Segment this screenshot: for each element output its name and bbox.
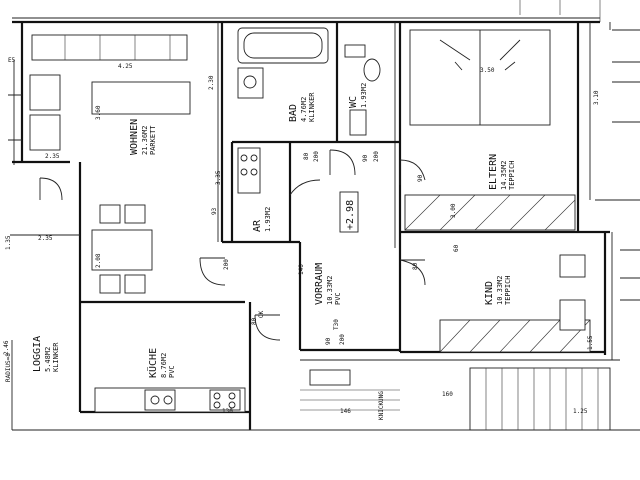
room-name: ELTERN xyxy=(488,154,499,190)
room-loggia: LOGGIA 5.48M2 KLINKER xyxy=(32,336,60,372)
level-marker-text: +2.98 xyxy=(345,200,356,230)
room-wohnen: WOHNEN 21.36M2 PARKETT xyxy=(129,119,157,155)
dim-label: 1.35 xyxy=(5,235,12,250)
room-area: 21.36M2 xyxy=(141,125,149,155)
level-marker: +2.98 xyxy=(345,200,356,230)
dim-label: 140 xyxy=(298,264,305,275)
room-area: 4.76M2 xyxy=(300,97,308,122)
room-name: WOHNEN xyxy=(129,119,140,155)
room-floor: PVC xyxy=(334,292,342,305)
dim-label: 80 xyxy=(251,317,258,325)
knickung-text: KNICKUNG xyxy=(378,391,385,420)
radius-note: RADIUS=8 xyxy=(5,353,12,382)
dim-label: 3.50 xyxy=(480,67,495,74)
dim-label: 80 xyxy=(303,152,310,160)
dim-label: 2.35 xyxy=(38,235,53,242)
dim-label: 200 xyxy=(313,151,320,162)
room-bad: BAD 4.76M2 KLINKER xyxy=(288,92,316,122)
dim-label: T30 xyxy=(333,319,340,330)
dim-label: 3.35 xyxy=(215,170,222,185)
radius-text: RADIUS=8 xyxy=(5,353,12,382)
room-name: KIND xyxy=(484,281,495,305)
dim-label: 3.10 xyxy=(593,90,600,105)
dim-label: 3.00 xyxy=(450,203,457,218)
room-floor: PARKETT xyxy=(149,125,157,155)
room-name: AR xyxy=(252,219,263,232)
dim-label: 200 xyxy=(373,151,380,162)
room-area: 14.35M2 xyxy=(500,160,508,190)
room-floor: PVC xyxy=(168,365,176,378)
room-kueche: KÜCHE 8.76M2 PVC xyxy=(146,348,176,378)
dim-label: 2.35 xyxy=(45,153,60,160)
room-name: LOGGIA xyxy=(32,336,43,372)
sofa-set xyxy=(29,34,191,151)
knickung-note: KNICKUNG xyxy=(378,391,385,420)
dim-label: 90 xyxy=(417,174,424,182)
room-ar: AR 1.93M2 xyxy=(252,207,272,232)
dim-label: 2.08 xyxy=(95,253,102,268)
room-area: 8.76M2 xyxy=(160,353,168,378)
dim-label: 4.25 xyxy=(118,63,133,70)
room-eltern: ELTERN 14.35M2 TEPPICH xyxy=(488,154,516,190)
room-kind: KIND 10.33M2 TEPPICH xyxy=(484,275,512,305)
room-name: VORRAUM xyxy=(314,263,325,305)
dimension-labels: 4.25 3.60 2.30 2.35 200 200 200 200 80 8… xyxy=(3,57,600,415)
bed-eltern xyxy=(409,29,551,126)
bed-kind xyxy=(439,254,591,353)
staircase xyxy=(469,367,611,431)
dim-label: 93 xyxy=(211,207,218,215)
dim-label: 200 xyxy=(223,259,230,270)
room-area: 1.93M2 xyxy=(264,207,272,232)
room-floor: KLINKER xyxy=(52,342,60,372)
dim-label: 2.46 xyxy=(3,340,10,355)
room-floor: TEPPICH xyxy=(508,160,516,190)
dim-label: 90 xyxy=(325,337,332,345)
dining-table xyxy=(91,204,153,294)
dim-label: 90 xyxy=(362,154,369,162)
room-name: WC xyxy=(348,96,359,108)
dim-label: 3.60 xyxy=(95,105,102,120)
bad-sink xyxy=(237,67,264,99)
room-area: 10.33M2 xyxy=(326,275,334,305)
dim-label: 130 xyxy=(222,408,233,415)
dim-label: 80 xyxy=(412,262,419,270)
doors xyxy=(39,149,426,341)
dim-label: 1.25 xyxy=(573,408,588,415)
dim-label: 2.30 xyxy=(208,75,215,90)
room-area: 10.33M2 xyxy=(496,275,504,305)
room-area: 1.93M2 xyxy=(360,83,368,108)
dim-label: E5 xyxy=(8,57,16,64)
dim-label: 160 xyxy=(442,391,453,398)
dim-label: 146 xyxy=(340,408,351,415)
ar-shelving xyxy=(237,147,261,194)
room-floor: TEPPICH xyxy=(504,275,512,305)
level-box xyxy=(339,191,359,233)
dim-label: 60 xyxy=(453,244,460,252)
dim-label: 200 xyxy=(339,334,346,345)
room-name: KÜCHE xyxy=(146,348,159,378)
wardrobe-eltern xyxy=(404,194,576,231)
landing-stairs xyxy=(250,369,470,431)
room-name: BAD xyxy=(288,104,299,122)
room-vorraum: VORRAUM 10.33M2 PVC xyxy=(314,263,342,305)
wc-toilet xyxy=(344,44,381,136)
room-floor: KLINKER xyxy=(308,92,316,122)
room-wc: WC 1.93M2 xyxy=(348,83,368,108)
kitchen-counter xyxy=(94,387,246,413)
bathtub xyxy=(237,27,329,64)
room-area: 5.48M2 xyxy=(44,347,52,372)
dim-label: OK xyxy=(258,310,265,318)
dim-label: 1.55 xyxy=(587,335,594,350)
